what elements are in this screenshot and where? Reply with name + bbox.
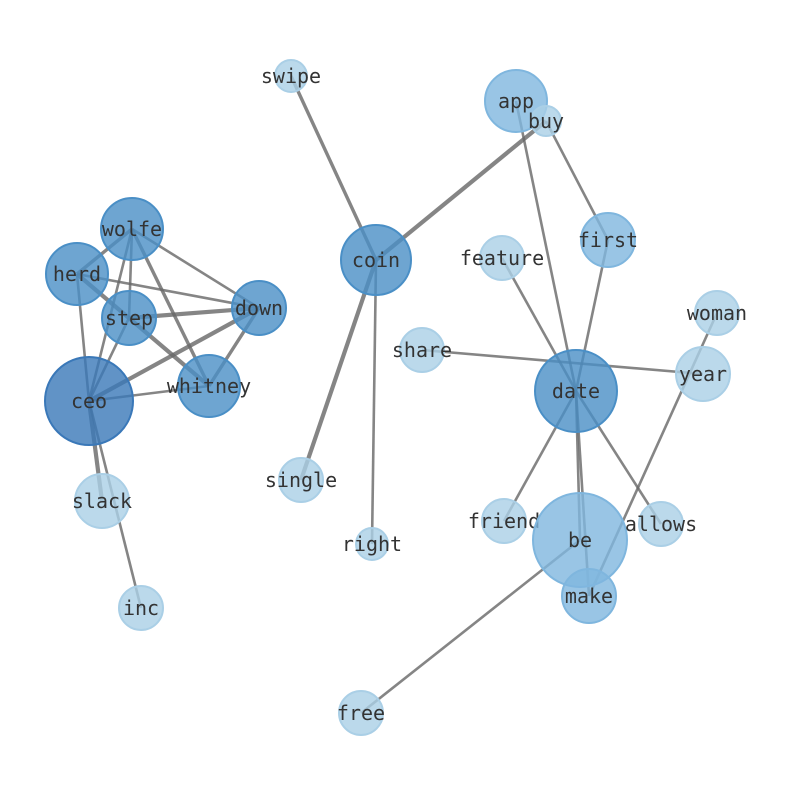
node-inc: inc bbox=[118, 585, 164, 631]
node-label: herd bbox=[53, 262, 101, 286]
node-make: make bbox=[561, 568, 617, 624]
node-label: step bbox=[105, 306, 153, 330]
node-circle bbox=[675, 346, 731, 402]
node-circle bbox=[534, 349, 618, 433]
node-down: down bbox=[231, 280, 287, 336]
node-label: whitney bbox=[167, 374, 251, 398]
node-allows: allows bbox=[625, 501, 697, 547]
node-circle bbox=[231, 280, 287, 336]
node-be: be bbox=[532, 492, 628, 588]
node-circle bbox=[101, 290, 157, 346]
node-label: woman bbox=[687, 301, 747, 325]
node-circle bbox=[274, 59, 308, 93]
node-label: friend bbox=[468, 509, 540, 533]
node-year: year bbox=[675, 346, 731, 402]
node-circle bbox=[481, 498, 527, 544]
node-friend: friend bbox=[468, 498, 540, 544]
node-step: step bbox=[101, 290, 157, 346]
node-label: app bbox=[498, 89, 534, 113]
node-circle bbox=[355, 527, 389, 561]
node-slack: slack bbox=[72, 473, 132, 529]
node-circle bbox=[278, 457, 324, 503]
edge-coin-right bbox=[370, 259, 378, 545]
node-circle bbox=[561, 568, 617, 624]
node-label: down bbox=[235, 296, 283, 320]
node-circle bbox=[479, 235, 525, 281]
node-first: first bbox=[578, 212, 638, 268]
node-label: be bbox=[568, 528, 592, 552]
node-whitney: whitney bbox=[167, 354, 251, 418]
node-circle bbox=[74, 473, 130, 529]
node-swipe: swipe bbox=[261, 59, 321, 93]
node-wolfe: wolfe bbox=[100, 197, 164, 261]
edge-app-date bbox=[514, 100, 578, 392]
node-label: share bbox=[392, 338, 452, 362]
node-circle bbox=[177, 354, 241, 418]
edge-coin-single bbox=[299, 259, 378, 481]
node-label: swipe bbox=[261, 64, 321, 88]
node-circle bbox=[638, 501, 684, 547]
node-label: first bbox=[578, 228, 638, 252]
node-date: date bbox=[534, 349, 618, 433]
node-buy: buy bbox=[528, 105, 564, 137]
node-circle bbox=[530, 105, 562, 137]
node-single: single bbox=[265, 457, 337, 503]
node-label: make bbox=[565, 584, 613, 608]
node-circle bbox=[694, 290, 740, 336]
node-coin: coin bbox=[340, 224, 412, 296]
node-herd: herd bbox=[45, 242, 109, 306]
node-label: wolfe bbox=[102, 217, 162, 241]
node-label: date bbox=[552, 379, 600, 403]
node-right: right bbox=[342, 527, 402, 561]
node-label: inc bbox=[123, 596, 159, 620]
node-feature: feature bbox=[460, 235, 544, 281]
node-label: coin bbox=[352, 248, 400, 272]
node-free: free bbox=[337, 690, 385, 736]
node-circle bbox=[100, 197, 164, 261]
node-label: allows bbox=[625, 512, 697, 536]
node-label: buy bbox=[528, 109, 564, 133]
node-circle bbox=[580, 212, 636, 268]
node-circle bbox=[45, 242, 109, 306]
node-label: ceo bbox=[71, 389, 107, 413]
node-label: slack bbox=[72, 489, 132, 513]
node-share: share bbox=[392, 327, 452, 373]
node-label: free bbox=[337, 701, 385, 725]
node-circle bbox=[399, 327, 445, 373]
node-label: feature bbox=[460, 246, 544, 270]
node-circle bbox=[340, 224, 412, 296]
node-label: right bbox=[342, 532, 402, 556]
node-label: year bbox=[679, 362, 727, 386]
node-circle bbox=[338, 690, 384, 736]
edge-coin-buy bbox=[374, 119, 548, 262]
node-circle bbox=[44, 356, 134, 446]
node-label: single bbox=[265, 468, 337, 492]
node-woman: woman bbox=[687, 290, 747, 336]
node-circle bbox=[118, 585, 164, 631]
node-ceo: ceo bbox=[44, 356, 134, 446]
